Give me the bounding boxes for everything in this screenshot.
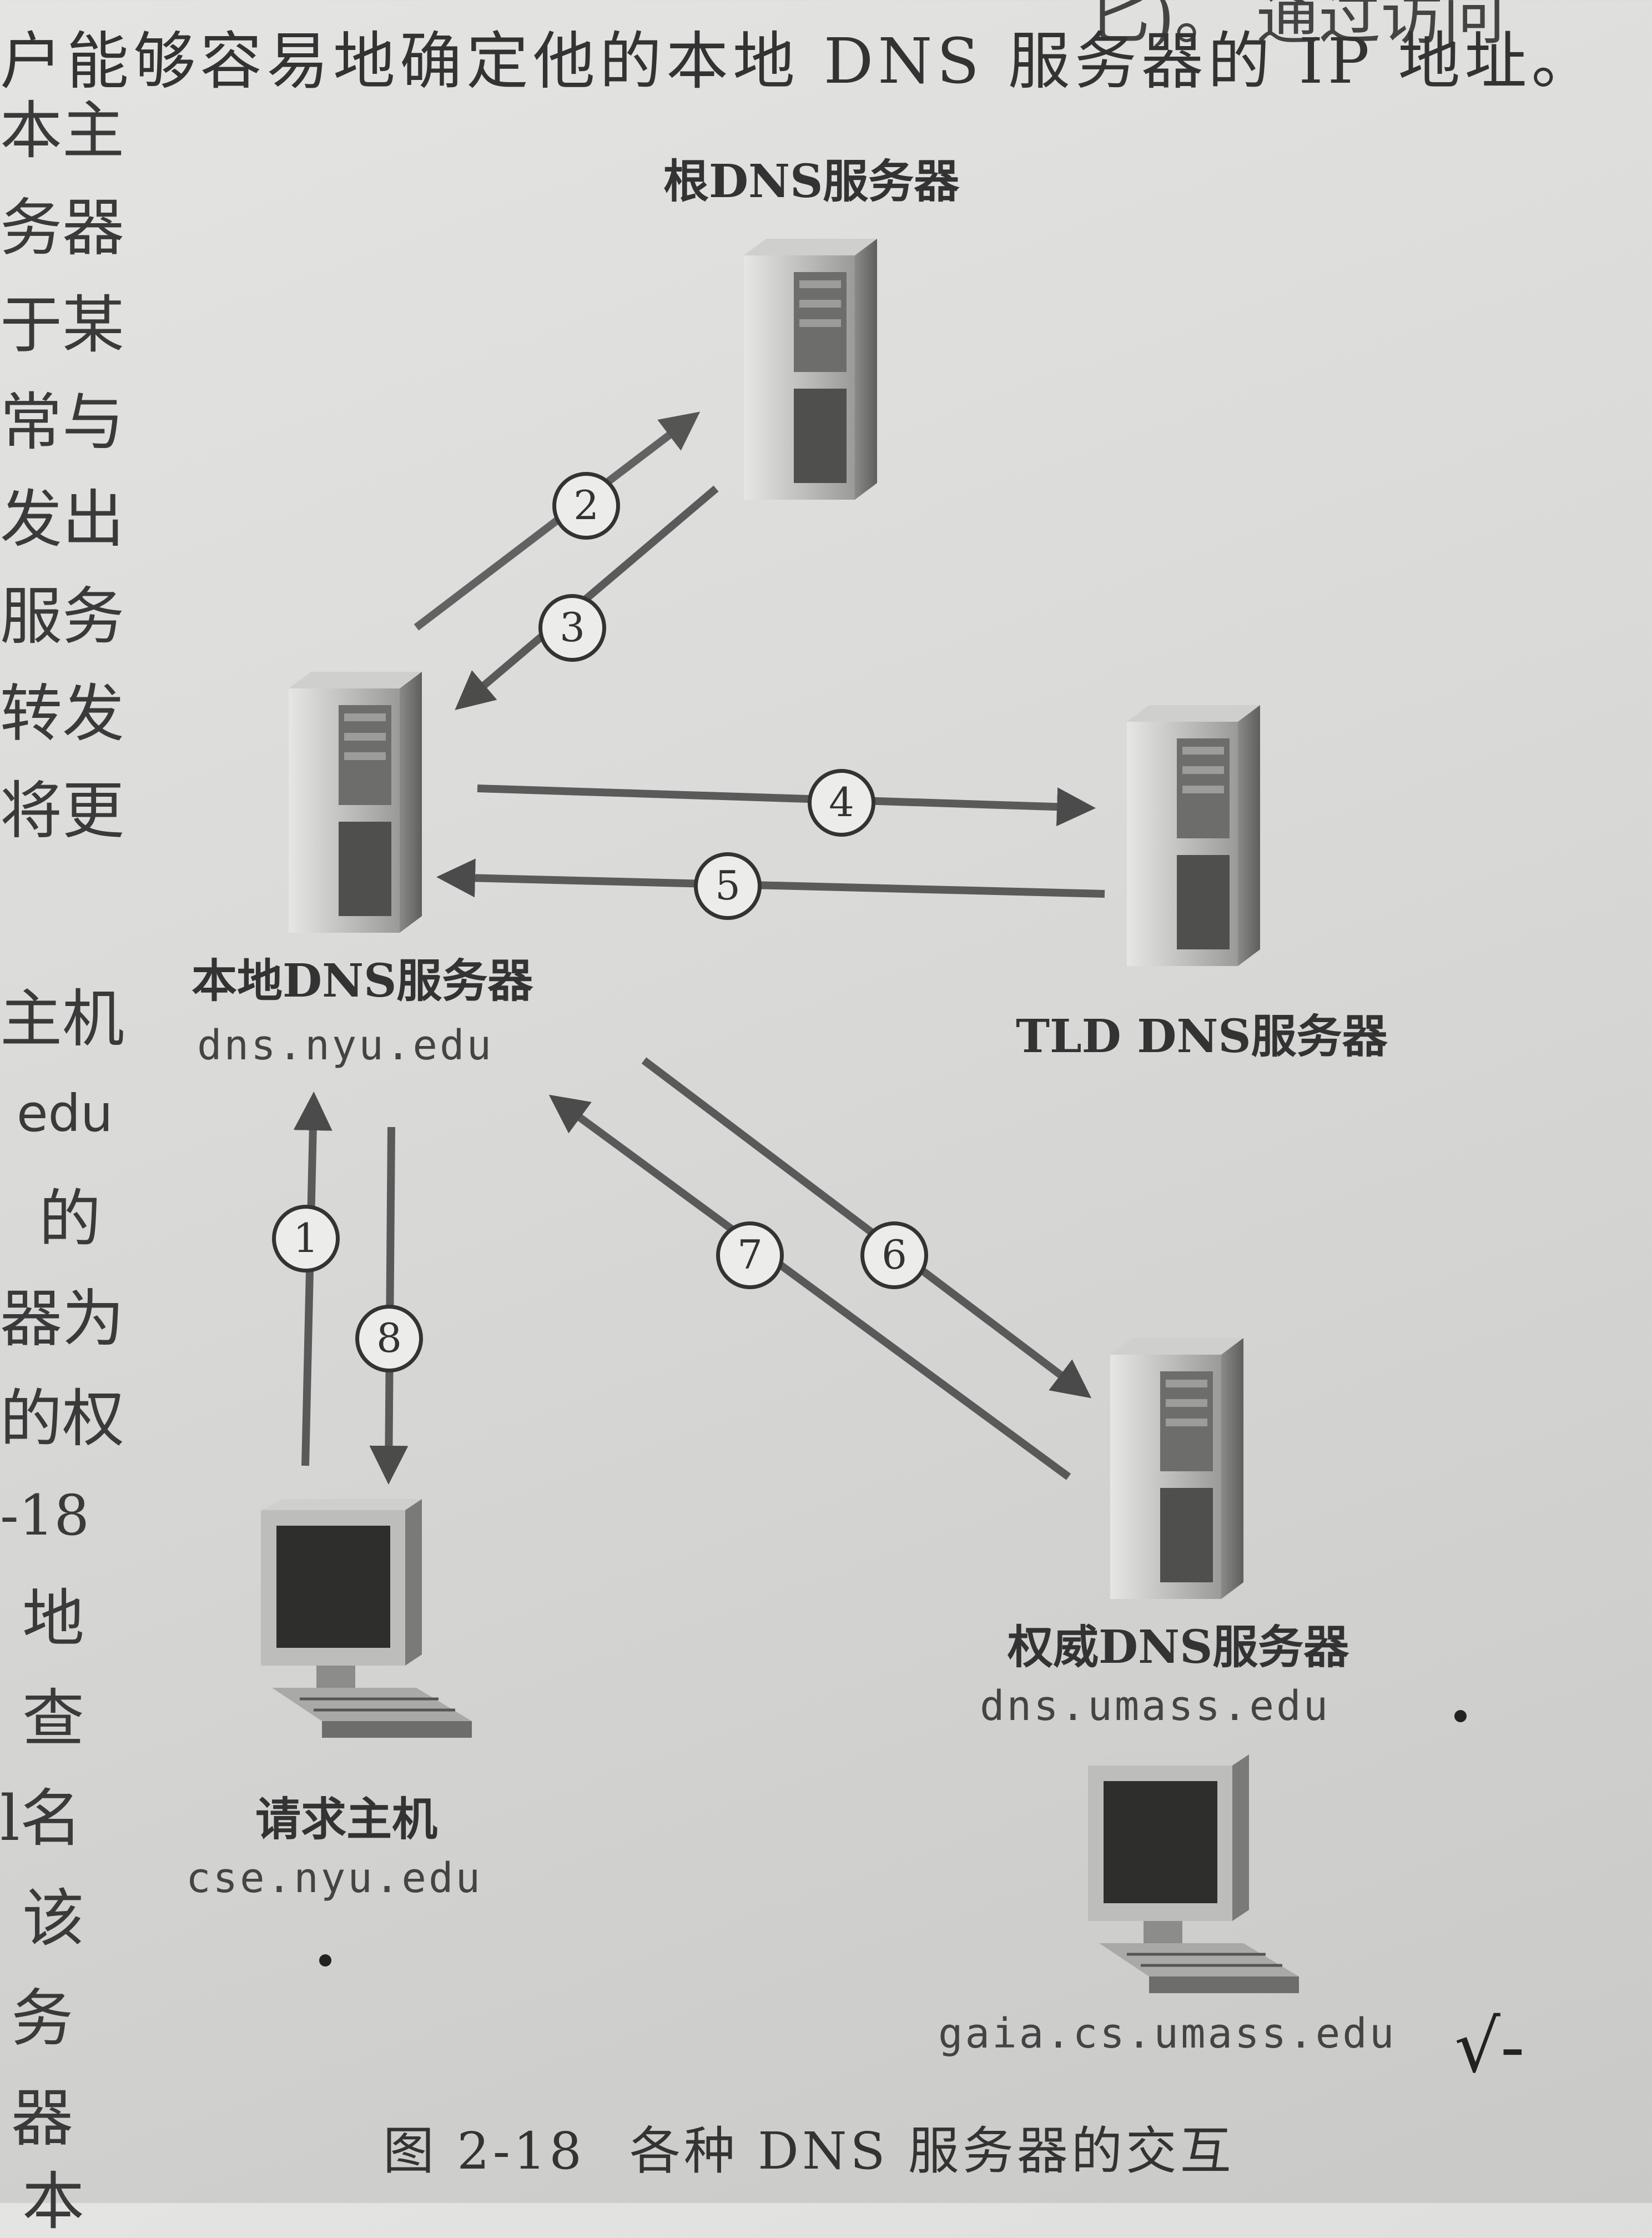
local-dns-server-label: 本地DNS服务器 [192,954,533,1008]
margin-line: 将更 [0,775,124,847]
arrow-step-7 [548,1094,1071,1480]
arrow-step-3 [455,485,719,711]
margin-line: 发出 [0,484,124,556]
margin-line: 该 [22,1883,84,1955]
margin-line: 主机 [0,983,124,1055]
margin-line: l名 [0,1783,82,1855]
top-text-line: 户能够容易地确定他的本地 DNS 服务器的 IP 地址。 [0,26,1598,98]
step-circle-8: 8 [355,1305,423,1372]
top-text-fragment: 匕)。 通过访问 [1088,0,1505,53]
root-dns-server-icon [744,239,877,500]
arrow-step-6 [641,1057,1092,1399]
margin-line: 服务 [0,581,124,653]
margin-line: 的 [39,1183,101,1255]
tld-dns-server-label: TLD DNS服务器 [1016,1010,1388,1063]
step-circle-1: 1 [272,1205,340,1273]
margin-line: 器为 [0,1283,124,1355]
margin-line: 的权 [0,1383,124,1455]
figure-caption: 图 2-18 各种 DNS 服务器的交互 [383,2110,1235,2184]
margin-line: -18 [0,1483,90,1548]
margin-line: 务器 [0,192,124,264]
margin-line: 常与 [0,386,124,459]
local-dns-server-icon [289,672,422,933]
margin-line: 地 [22,1583,84,1655]
step-circle-5: 5 [694,852,762,920]
figure-number: 图 2-18 [383,2121,585,2181]
tld-dns-server-icon [1127,705,1260,966]
arrow-step-1 [293,1092,333,1466]
margin-line: 器 [11,2083,73,2155]
authoritative-dns-server-host: dns.umass.edu [980,1682,1331,1730]
target-host-computer-icon [1088,1754,1299,1993]
margin-line: 本主 [0,95,124,167]
handwritten-check-mark: √- [1454,2004,1525,2089]
step-circle-7: 7 [716,1221,784,1289]
step-circle-2: 2 [552,472,620,540]
margin-line: 查 [22,1683,84,1755]
ink-dot [319,1954,331,1967]
arrow-step-4 [477,784,1096,827]
requesting-host-name: cse.nyu.edu [186,1854,483,1902]
requesting-host-label: 请求主机 [255,1793,438,1846]
local-dns-server-host: dns.nyu.edu [197,1022,494,1069]
requesting-host-computer-icon [261,1499,472,1738]
margin-line: 转发 [0,678,124,750]
root-dns-server-label: 根DNS服务器 [663,155,960,208]
step-circle-4: 4 [808,769,875,837]
target-host-name: gaia.cs.umass.edu [938,2010,1397,2058]
step-circle-6: 6 [860,1221,928,1289]
authoritative-dns-server-label: 权威DNS服务器 [1008,1621,1349,1674]
arrow-step-8 [369,1126,409,1485]
arrow-step-2 [414,411,701,631]
margin-line: 务 [11,1983,73,2055]
authoritative-dns-server-icon [1110,1338,1243,1599]
arrow-step-5 [436,858,1105,898]
ink-dot [1454,1710,1467,1722]
figure-title: 各种 DNS 服务器的交互 [629,2121,1235,2181]
margin-line: 于某 [0,289,124,361]
step-circle-3: 3 [538,594,606,662]
margin-line: edu [17,1084,113,1143]
